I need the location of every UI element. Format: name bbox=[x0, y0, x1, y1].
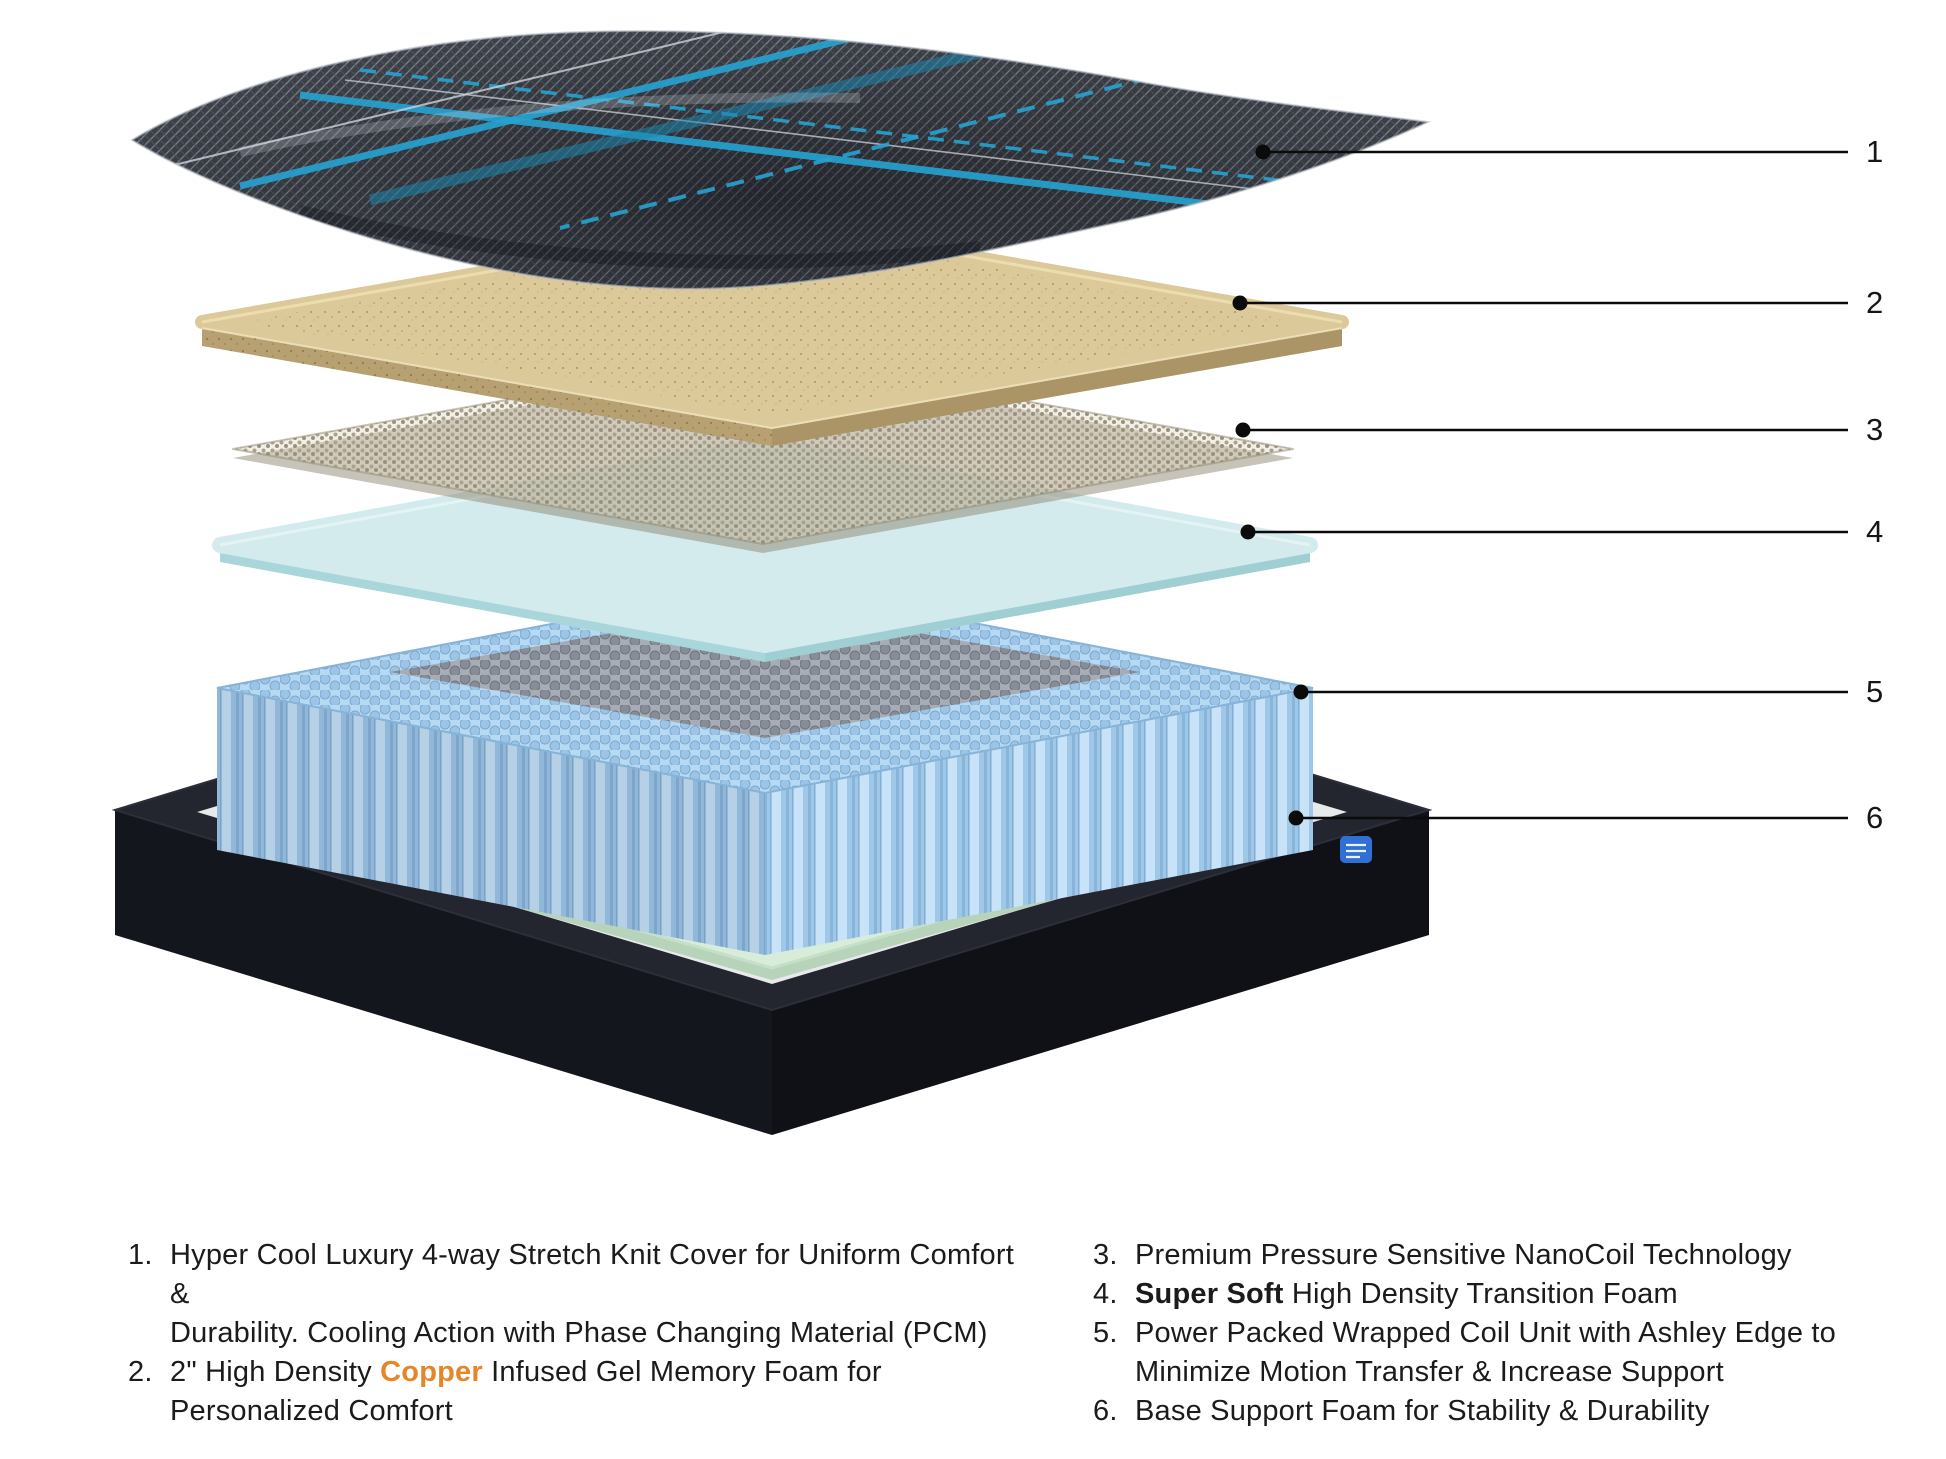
callout-number-3: 3 bbox=[1866, 411, 1884, 447]
legend-item-number: 3. bbox=[1093, 1239, 1118, 1271]
legend-item-text: Hyper Cool Luxury 4-way Stretch Knit Cov… bbox=[170, 1236, 1033, 1353]
legend-item-5: 5. Power Packed Wrapped Coil Unit with As… bbox=[1093, 1314, 1893, 1392]
callout-dot-3 bbox=[1235, 422, 1251, 438]
legend-text-segment: Personalized Comfort bbox=[170, 1395, 453, 1427]
callout-number-4: 4 bbox=[1866, 513, 1884, 549]
legend-item-1: 1. Hyper Cool Luxury 4-way Stretch Knit C… bbox=[128, 1236, 1033, 1353]
legend-text-segment: Power Packed Wrapped Coil Unit with Ashl… bbox=[1135, 1317, 1836, 1349]
legend-item-number: 5. bbox=[1093, 1317, 1118, 1349]
legend-text-segment: Durability. Cooling Action with Phase Ch… bbox=[170, 1317, 988, 1349]
callout-lines bbox=[1232, 144, 1848, 826]
legend-text-segment: Copper bbox=[380, 1356, 483, 1388]
nanocoil-layer bbox=[232, 353, 1294, 553]
legend-item-text: Base Support Foam for Stability & Durabi… bbox=[1135, 1392, 1893, 1431]
legend-text-segment: Hyper Cool Luxury 4-way Stretch Knit Cov… bbox=[170, 1239, 1014, 1310]
legend-column-right: 3. Premium Pressure Sensitive NanoCoil Te… bbox=[1093, 1236, 1893, 1431]
legend-item-3: 3. Premium Pressure Sensitive NanoCoil Te… bbox=[1093, 1236, 1893, 1275]
legend-item-6: 6. Base Support Foam for Stability & Dura… bbox=[1093, 1392, 1893, 1431]
brand-logo-icon bbox=[1340, 836, 1372, 863]
legend-item-number: 4. bbox=[1093, 1278, 1118, 1310]
legend-item-number: 1. bbox=[128, 1239, 153, 1271]
legend-text-segment: Minimize Motion Transfer & Increase Supp… bbox=[1135, 1356, 1724, 1388]
legend-item-number: 2. bbox=[128, 1356, 153, 1388]
legend-item-2: 2. 2" High Density Copper Infused Gel Mem… bbox=[128, 1353, 1033, 1431]
callout-number-6: 6 bbox=[1866, 799, 1884, 835]
callout-dot-1 bbox=[1255, 144, 1271, 160]
legend-column-left: 1. Hyper Cool Luxury 4-way Stretch Knit C… bbox=[128, 1236, 1033, 1431]
callout-dot-6 bbox=[1288, 810, 1304, 826]
knit-cover-layer bbox=[130, 30, 1432, 290]
legend-text-segment: Premium Pressure Sensitive NanoCoil Tech… bbox=[1135, 1239, 1792, 1271]
legend-text-segment: High Density Transition Foam bbox=[1283, 1278, 1678, 1310]
legend-item-text: Super Soft High Density Transition Foam bbox=[1135, 1275, 1893, 1314]
legend-text-segment: Infused Gel Memory Foam for bbox=[482, 1356, 882, 1388]
callout-dot-5 bbox=[1293, 684, 1309, 700]
legend-item-text: Power Packed Wrapped Coil Unit with Ashl… bbox=[1135, 1314, 1893, 1392]
legend-text-segment: Super Soft bbox=[1135, 1278, 1284, 1310]
legend-item-text: Premium Pressure Sensitive NanoCoil Tech… bbox=[1135, 1236, 1893, 1275]
callout-number-5: 5 bbox=[1866, 673, 1884, 709]
legend-item-number: 6. bbox=[1093, 1395, 1118, 1427]
callout-dot-4 bbox=[1240, 524, 1256, 540]
legend-text-segment: 2" High Density bbox=[170, 1356, 381, 1388]
callout-number-2: 2 bbox=[1866, 284, 1884, 320]
wrapped-coil-layer bbox=[216, 581, 1314, 955]
legend-text-segment: Base Support Foam for Stability & Durabi… bbox=[1135, 1395, 1710, 1427]
legend-item-text: 2" High Density Copper Infused Gel Memor… bbox=[170, 1353, 1033, 1431]
legend-item-4: 4. Super Soft High Density Transition Foa… bbox=[1093, 1275, 1893, 1314]
callout-dot-2 bbox=[1232, 295, 1248, 311]
callout-number-1: 1 bbox=[1866, 133, 1884, 169]
